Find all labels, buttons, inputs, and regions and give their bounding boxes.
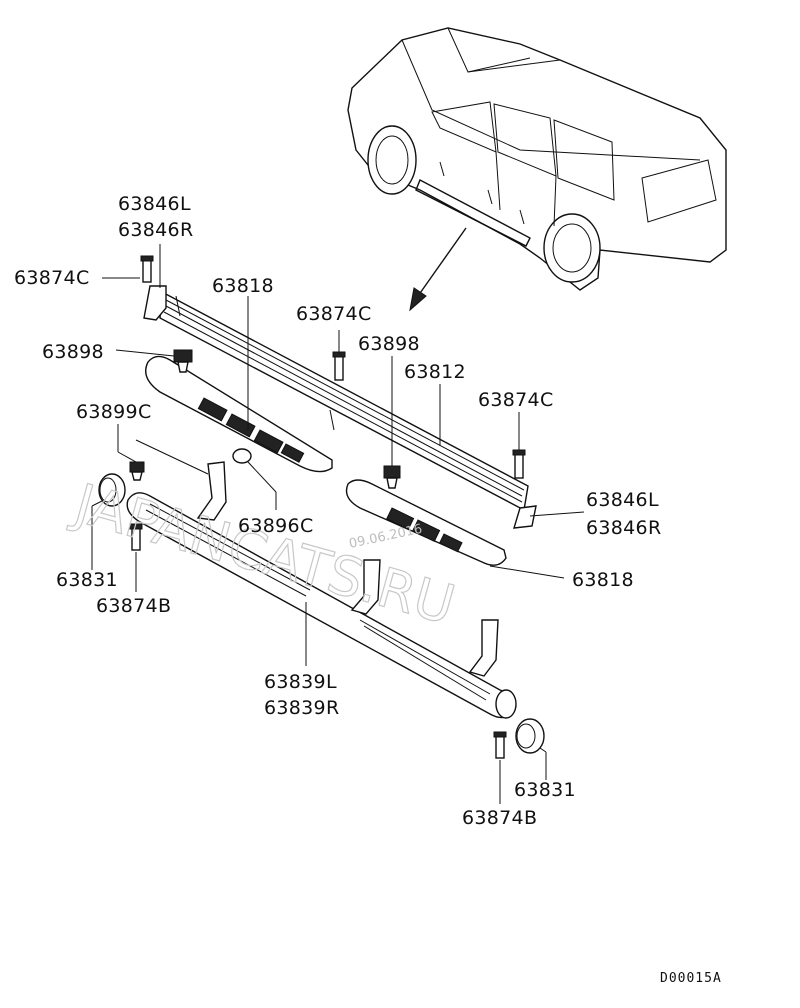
- label-63874c-right: 63874C: [478, 389, 554, 411]
- label-63846r-top: 63846R: [118, 219, 193, 241]
- bolt-63874c-right: [512, 449, 526, 479]
- label-63831-right: 63831: [514, 779, 576, 801]
- end-cap-63831-left: [98, 473, 126, 507]
- side-tube-63839: [126, 461, 517, 719]
- leader-lines: [91, 244, 585, 804]
- label-63874c-left: 63874C: [14, 267, 90, 289]
- step-pad-63818-top: [145, 355, 333, 473]
- direction-arrow: [409, 227, 467, 312]
- label-63898-left: 63898: [42, 341, 104, 363]
- bolt-63874b-left: [129, 523, 143, 551]
- bolt-63874c-mid: [332, 351, 346, 381]
- label-63831-left: 63831: [56, 569, 118, 591]
- label-63898-mid: 63898: [358, 333, 420, 355]
- label-63874c-mid: 63874C: [296, 303, 372, 325]
- bracket-63846-top: [143, 285, 167, 321]
- label-63874b-right: 63874B: [462, 807, 537, 829]
- clip-63899c: [129, 461, 145, 481]
- label-63839l: 63839L: [264, 671, 337, 693]
- step-pad-63818-bottom: [345, 479, 507, 566]
- watermark-date: 09.06.2016: [348, 522, 424, 552]
- label-63839r: 63839R: [264, 697, 339, 719]
- label-63818-top: 63818: [212, 275, 274, 297]
- label-63896c: 63896C: [238, 515, 314, 537]
- clip-63898-mid: [383, 465, 401, 489]
- label-63812: 63812: [404, 361, 466, 383]
- vehicle-illustration: [347, 27, 727, 291]
- label-63874b-left: 63874B: [96, 595, 171, 617]
- diagram-code: D00015A: [660, 971, 722, 986]
- label-63899c: 63899C: [76, 401, 152, 423]
- clip-63898-left: [173, 349, 193, 373]
- label-63846l-top: 63846L: [118, 193, 191, 215]
- label-63846l-right: 63846L: [586, 489, 659, 511]
- end-cap-63831-right: [515, 718, 545, 754]
- grommet-63896c: [232, 448, 252, 464]
- bolt-63874b-right: [493, 731, 507, 759]
- label-63818-bottom: 63818: [572, 569, 634, 591]
- bolt-63874c-left: [140, 255, 154, 283]
- bracket-63846-right: [513, 505, 537, 529]
- label-63846r-right: 63846R: [586, 517, 661, 539]
